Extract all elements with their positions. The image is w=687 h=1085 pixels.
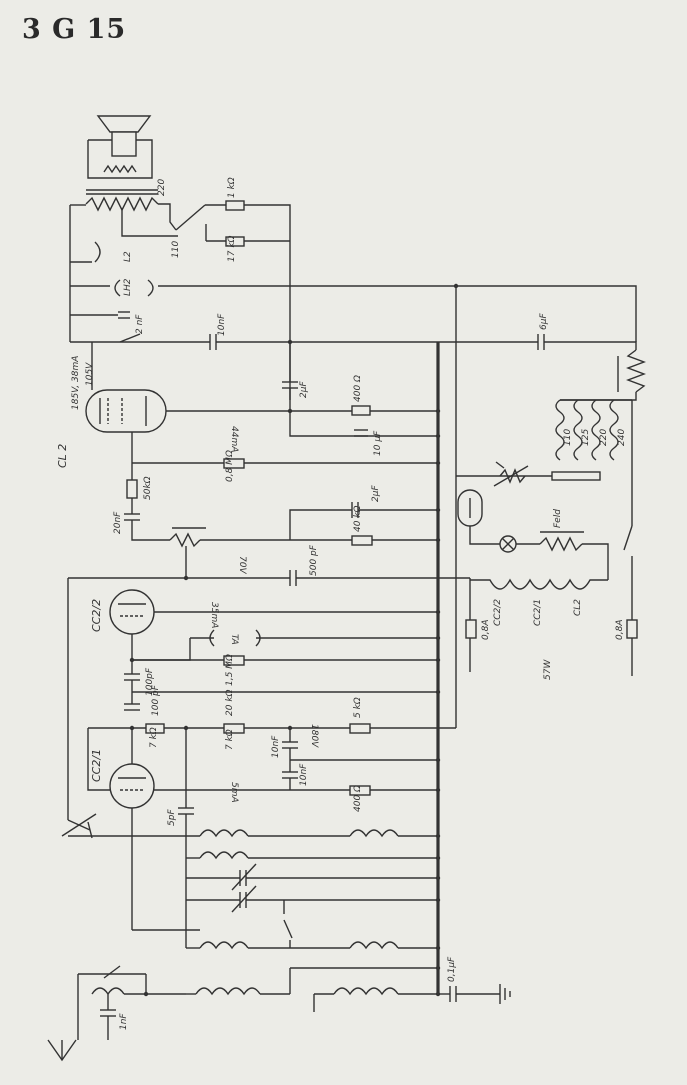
- coil-lh2-label: LH2: [123, 278, 133, 296]
- r-400-bot-label: 400 Ω: [353, 785, 363, 812]
- resistor-5k: [349, 723, 371, 734]
- cl2-voltage-label: 185V, 38mA: [71, 356, 81, 410]
- osc-coil-a: [199, 829, 249, 838]
- tube-cc2-2-label: CC2/2: [90, 599, 103, 632]
- v-180-label: 180V: [309, 724, 319, 748]
- tap-110-label: 110: [171, 241, 181, 258]
- ground-icon: [499, 984, 511, 1004]
- r-20k-label: 20 kΩ: [225, 689, 235, 716]
- fil-cl2-label: CL2: [573, 599, 583, 616]
- fil-cc2-1-label: CC2/1: [533, 599, 543, 626]
- mains-selector: [551, 392, 637, 481]
- speaker-icon: [96, 115, 152, 157]
- osc-coil-b: [349, 829, 399, 838]
- mains-110-label: 110: [563, 429, 573, 446]
- c-2nf-label: 2 nF: [135, 314, 145, 334]
- c-100pf-a-label: 100pF: [145, 667, 155, 696]
- antenna-icon: [47, 1039, 77, 1062]
- r-7k-b-label: 7 kΩ: [225, 729, 235, 750]
- fuse-08a-b-label: 0,8A: [615, 620, 625, 640]
- c-1nf-label: 1nF: [119, 1013, 129, 1030]
- c-500pf-label: 500 pF: [309, 544, 319, 576]
- r-1k-label: 1 kΩ: [227, 177, 237, 198]
- fil-cc2-2-label: CC2/2: [493, 599, 503, 626]
- resistor-400-top: [351, 405, 371, 416]
- r-400-top-label: 400 Ω: [353, 375, 363, 402]
- r-40k-label: 40 kΩ: [353, 505, 363, 532]
- tube-cl2-label: CL 2: [56, 444, 69, 468]
- coil-l2: [94, 241, 101, 263]
- resistor-40k: [351, 535, 373, 546]
- r-50k-label: 50kΩ: [143, 476, 153, 500]
- fuse-08a-b: [626, 619, 638, 639]
- resistor-variable: [499, 468, 526, 484]
- filament-string: [470, 578, 608, 590]
- fuse-08a-a: [465, 619, 477, 639]
- c-01uf-label: 0,1µF: [447, 956, 457, 982]
- tube-cc2-2: [109, 589, 155, 635]
- input-coil-a: [199, 941, 249, 950]
- antenna-coil: [195, 987, 261, 996]
- c-10uf-label: 10 µF: [373, 430, 383, 456]
- field-coil: [539, 536, 583, 552]
- c-10nf-a-label: 10nF: [271, 735, 281, 758]
- volume-pot: [169, 532, 201, 548]
- r-08m-label: 0,8 MΩ: [225, 450, 235, 482]
- r-15m-label: 1,5 MΩ: [225, 654, 235, 686]
- cl2-plate-v-label: 105V: [85, 362, 95, 386]
- c-6uf-label: 6µF: [539, 313, 549, 330]
- i-35ma-label: 35mA: [209, 602, 219, 628]
- tube-cc2-1: [109, 763, 155, 809]
- c-20nf-label: 20nF: [113, 511, 123, 534]
- r-17k-label: 17 kΩ: [227, 235, 237, 262]
- resistor-50k: [126, 479, 138, 499]
- resistor-dropper: [626, 349, 646, 393]
- mains-240-label: 240: [617, 429, 627, 446]
- mains-125-label: 125: [581, 429, 591, 446]
- output-transformer: [85, 139, 159, 212]
- resistor-1k: [225, 200, 245, 211]
- c-100pf-b-label: 100 pF: [151, 684, 161, 716]
- mains-220-label: 220: [599, 429, 609, 446]
- page-title: 3 G 15: [22, 14, 127, 45]
- tube-cl2: [85, 389, 167, 433]
- c-2uf-mid-label: 2µF: [371, 485, 381, 502]
- ta-label: TA: [229, 634, 239, 645]
- fuse-08a-a-label: 0,8A: [481, 620, 491, 640]
- feld-label: Feld: [553, 509, 563, 528]
- c-2uf-top-label: 2µF: [299, 381, 309, 398]
- r-5k-label: 5 kΩ: [353, 697, 363, 718]
- c-10nf-b-label: 10nF: [299, 763, 309, 786]
- tap-220-label: 220: [157, 179, 167, 196]
- r-7k-a-label: 7 kΩ: [149, 727, 159, 748]
- c-5pf-label: 5pF: [167, 809, 177, 826]
- c-10nf-top-label: 10nF: [217, 313, 227, 336]
- v-70-label: 70V: [237, 556, 247, 574]
- power-57w-label: 57W: [543, 659, 553, 680]
- i-44ma-label: 44mA: [229, 426, 239, 452]
- i-5ma-label: 5mA: [229, 782, 239, 803]
- coil-l2-label: L2: [123, 251, 133, 262]
- tube-cc2-1-label: CC2/1: [90, 749, 103, 782]
